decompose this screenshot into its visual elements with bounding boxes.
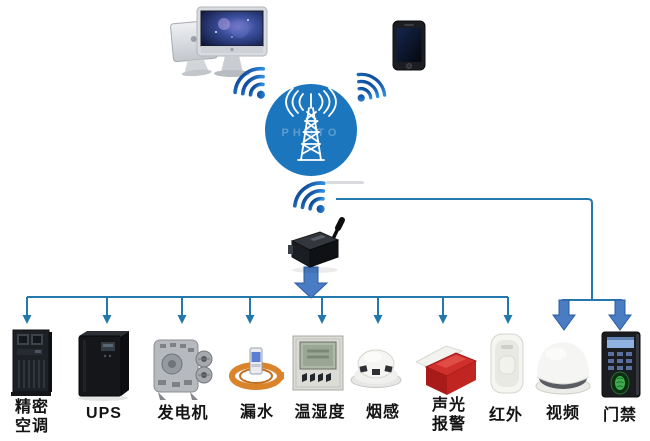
branch-arrow-access [608, 299, 632, 331]
label-sound-light-alarm: 声光 报警 [431, 397, 466, 433]
watermark-signature [326, 181, 364, 184]
wifi-signal-icon-bottom [293, 181, 326, 214]
generator-icon [153, 339, 213, 400]
label-video: 视频 [545, 405, 580, 422]
imac-computers-icon [170, 6, 268, 77]
label-access-control: 门禁 [602, 407, 637, 424]
wireless-gateway-icon [288, 217, 345, 273]
label-precision-ac: 精密 空调 [14, 399, 49, 435]
leak-cable-ring-icon [229, 347, 284, 390]
photo-watermark: PHOTO [282, 127, 341, 139]
branch-arrow-video [552, 299, 576, 331]
label-smoke: 烟感 [365, 404, 400, 421]
label-ups: UPS [86, 405, 122, 422]
label-water-leak: 漏水 [239, 404, 274, 421]
label-temp-humidity: 温湿度 [294, 404, 346, 421]
radio-tower-icon: PHOTO [282, 87, 341, 161]
front-imac [196, 6, 268, 77]
access-control-terminal-icon [601, 331, 641, 398]
pir-sensor-icon [490, 333, 524, 394]
dome-camera-icon [535, 342, 591, 395]
label-infrared: 红外 [488, 407, 523, 424]
wireless-hub-circle: PHOTO [265, 84, 357, 176]
ups-cabinet-icon [78, 331, 129, 401]
label-generator: 发电机 [157, 405, 209, 422]
air-conditioner-cabinet-icon [11, 329, 52, 396]
siren-icon [416, 345, 478, 395]
wifi-signal-icon-right [356, 72, 387, 102]
smartphone-icon [392, 20, 426, 71]
temp-humidity-panel-icon [292, 335, 344, 391]
smoke-detector-icon [350, 349, 402, 388]
wifi-signal-icon-left [233, 66, 266, 99]
bus-drop-arrows [22, 297, 513, 324]
